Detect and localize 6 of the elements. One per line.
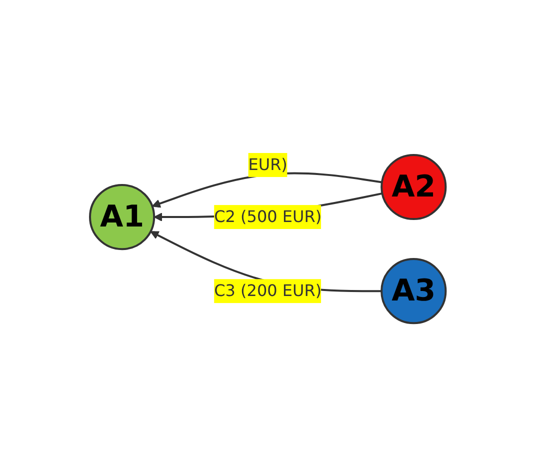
edge-label: C2 (500 EUR) xyxy=(214,206,322,226)
node-circle: A2 xyxy=(380,154,446,220)
node-circle: A1 xyxy=(88,184,155,250)
edge-label: C3 (200 EUR) xyxy=(214,281,322,300)
node-circle: A3 xyxy=(380,258,446,324)
edge-label: EUR) xyxy=(248,154,288,174)
